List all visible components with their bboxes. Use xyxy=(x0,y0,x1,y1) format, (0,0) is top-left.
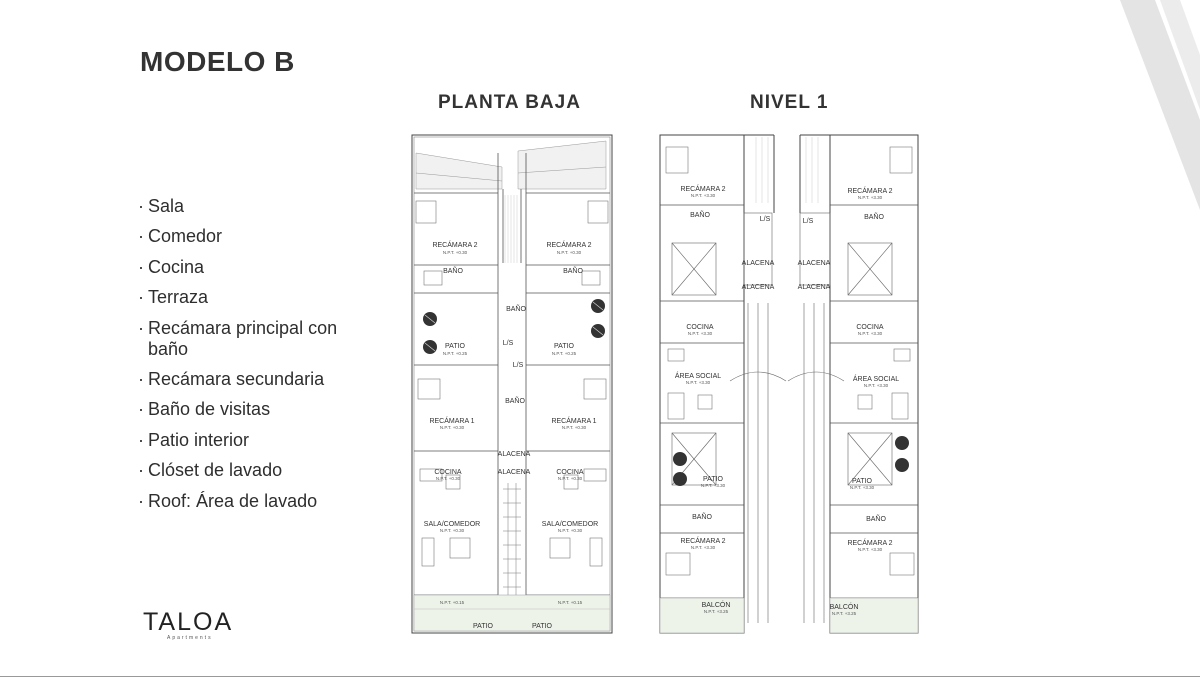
feature-item: Cocina xyxy=(138,257,348,278)
level-label: N.P.T. +0.30 xyxy=(440,528,465,533)
level-label: N.P.T. +0.15 xyxy=(440,600,465,605)
level-label: N.P.T. +0.25 xyxy=(443,351,468,356)
level-label: N.P.T. +3.25 xyxy=(832,611,857,616)
room-label: ALACENA xyxy=(498,469,531,476)
room-label: PATIO xyxy=(473,623,494,630)
room-label: BAÑO xyxy=(506,304,526,313)
room-label: ALACENA xyxy=(798,284,831,291)
level-label: N.P.T. +3.30 xyxy=(858,547,883,552)
level1-plan: RECÁMARA 2 N.P.T. +3.30 RECÁMARA 2 N.P.T… xyxy=(658,133,920,636)
room-label: ALACENA xyxy=(498,451,531,458)
logo-subtitle: Apartments xyxy=(167,635,213,641)
features-list: Sala Comedor Cocina Terraza Recámara pri… xyxy=(138,196,348,521)
room-label: SALA/COMEDOR xyxy=(424,521,480,528)
page-title: MODELO B xyxy=(140,46,295,77)
level-label: N.P.T. +3.30 xyxy=(688,331,713,336)
room-label: RECÁMARA 2 xyxy=(847,186,892,195)
room-label: L/S xyxy=(803,218,814,225)
ground-floor-drawing: RECÁMARA 2 N.P.T. +0.30 RECÁMARA 2 N.P.T… xyxy=(411,134,613,634)
feature-item: Baño de visitas xyxy=(138,399,348,420)
room-label: ALACENA xyxy=(798,260,831,267)
room-label: COCINA xyxy=(856,324,884,331)
room-label: PATIO xyxy=(532,623,553,630)
room-label: PATIO xyxy=(703,476,724,483)
room-label: BAÑO xyxy=(864,212,884,221)
level-label: N.P.T. +0.15 xyxy=(558,600,583,605)
level-label: N.P.T. +3.30 xyxy=(858,331,883,336)
level-label: N.P.T. +3.30 xyxy=(858,195,883,200)
room-label: RECÁMARA 2 xyxy=(680,536,725,545)
feature-item: Roof: Área de lavado xyxy=(138,491,348,512)
room-label: L/S xyxy=(513,362,524,369)
taloa-logo: TALOA Apartments xyxy=(143,609,233,641)
room-label: RECÁMARA 1 xyxy=(551,416,596,425)
level-label: N.P.T. +0.30 xyxy=(557,250,582,255)
room-label: RECÁMARA 2 xyxy=(546,240,591,249)
level-label: N.P.T. +3.25 xyxy=(704,609,729,614)
room-label: BAÑO xyxy=(443,266,463,275)
level-label: N.P.T. +3.30 xyxy=(701,483,726,488)
room-label: COCINA xyxy=(556,469,584,476)
room-label: ÁREA SOCIAL xyxy=(853,374,899,383)
level-label: N.P.T. +3.30 xyxy=(850,485,875,490)
room-label: PATIO xyxy=(445,343,466,350)
level-label: N.P.T. +3.30 xyxy=(864,383,889,388)
level-label: N.P.T. +0.30 xyxy=(443,250,468,255)
feature-item: Terraza xyxy=(138,287,348,308)
decorative-stripes xyxy=(1120,0,1200,210)
room-label: PATIO xyxy=(852,478,873,485)
room-label: BALCÓN xyxy=(702,600,731,609)
room-label: SALA/COMEDOR xyxy=(542,521,598,528)
room-label: BAÑO xyxy=(866,514,886,523)
room-label: ALACENA xyxy=(742,260,775,267)
room-label: BAÑO xyxy=(692,512,712,521)
logo-word: TALOA xyxy=(143,608,234,636)
room-label: BAÑO xyxy=(505,396,525,405)
feature-item: Comedor xyxy=(138,226,348,247)
feature-item: Recámara secundaria xyxy=(138,369,348,390)
room-label: BAÑO xyxy=(690,210,710,219)
feature-item: Clóset de lavado xyxy=(138,460,348,481)
room-label: COCINA xyxy=(434,469,462,476)
level-label: N.P.T. +0.25 xyxy=(552,351,577,356)
feature-item: Recámara principal con baño xyxy=(138,318,348,360)
ground-floor-plan: RECÁMARA 2 N.P.T. +0.30 RECÁMARA 2 N.P.T… xyxy=(410,133,615,636)
level-label: N.P.T. +3.30 xyxy=(691,193,716,198)
feature-item: Patio interior xyxy=(138,430,348,451)
room-label: ALACENA xyxy=(742,284,775,291)
room-label: L/S xyxy=(760,216,771,223)
room-label: BALCÓN xyxy=(830,602,859,611)
level-label: N.P.T. +3.30 xyxy=(691,545,716,550)
room-label: RECÁMARA 2 xyxy=(847,538,892,547)
feature-item: Sala xyxy=(138,196,348,217)
room-label: BAÑO xyxy=(563,266,583,275)
room-label: ÁREA SOCIAL xyxy=(675,371,721,380)
level1-title: NIVEL 1 xyxy=(750,92,829,113)
level-label: N.P.T. +0.30 xyxy=(436,476,461,481)
room-label: PATIO xyxy=(554,343,575,350)
level-label: N.P.T. +0.30 xyxy=(440,425,465,430)
room-label: RECÁMARA 1 xyxy=(429,416,474,425)
room-label: L/S xyxy=(503,340,514,347)
bottom-divider xyxy=(0,676,1200,677)
ground-floor-title: PLANTA BAJA xyxy=(438,92,581,113)
room-label: RECÁMARA 2 xyxy=(680,184,725,193)
level1-drawing: RECÁMARA 2 N.P.T. +3.30 RECÁMARA 2 N.P.T… xyxy=(659,134,919,634)
level-label: N.P.T. +0.30 xyxy=(558,476,583,481)
room-label: RECÁMARA 2 xyxy=(432,240,477,249)
room-label: COCINA xyxy=(686,324,714,331)
level-label: N.P.T. +0.30 xyxy=(562,425,587,430)
level-label: N.P.T. +3.30 xyxy=(686,380,711,385)
level-label: N.P.T. +0.30 xyxy=(558,528,583,533)
